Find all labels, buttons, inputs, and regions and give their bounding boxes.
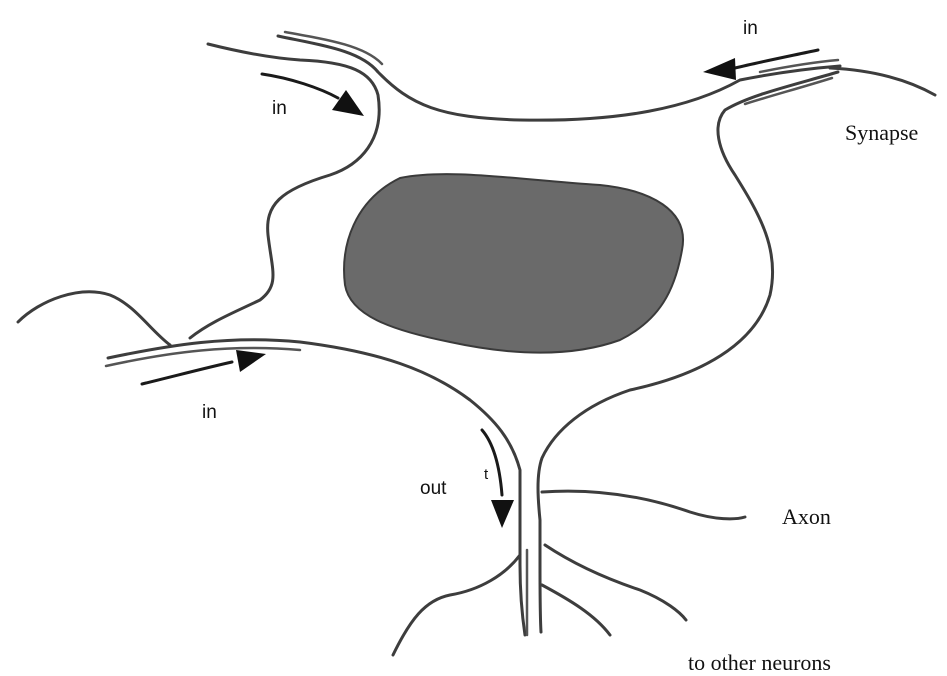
out-mark: t	[484, 466, 488, 483]
nucleus	[344, 174, 683, 352]
in-label-left: in	[202, 402, 217, 424]
out-label: out	[420, 478, 446, 500]
axon-label: Axon	[782, 504, 831, 530]
in-label-top-right: in	[743, 18, 758, 40]
synapse-label: Synapse	[845, 120, 918, 146]
to-other-neurons-label: to other neurons	[688, 650, 831, 676]
in-label-top-left: in	[272, 98, 287, 120]
